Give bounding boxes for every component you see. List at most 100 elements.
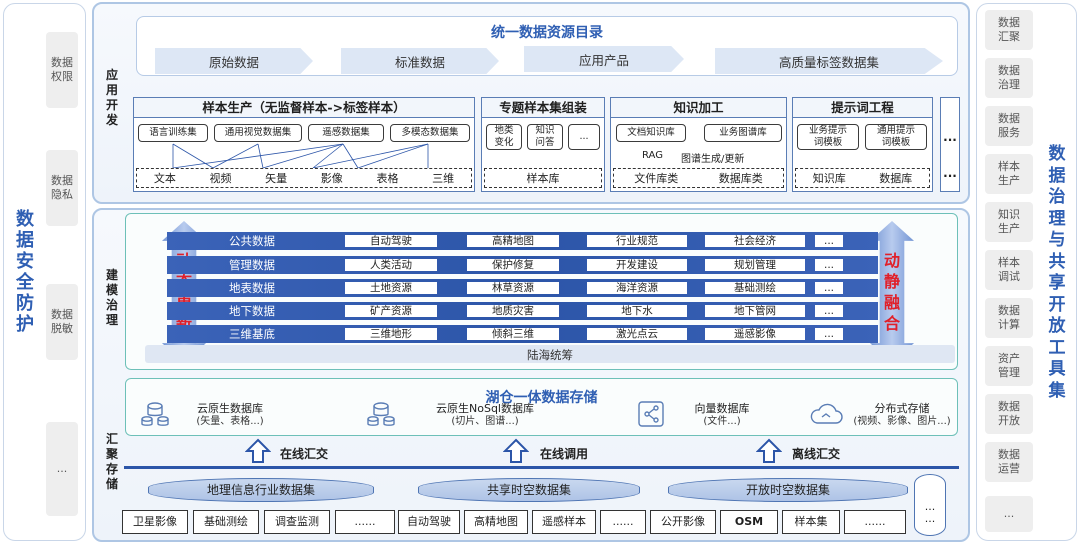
more-datasets-cylinder[interactable] [914, 474, 946, 536]
data-band-cell[interactable]: 遥感影像 [705, 328, 805, 340]
data-band-cell[interactable]: 三维地形 [345, 328, 437, 340]
pill-biz-prompt[interactable]: 业务提示词模板 [797, 124, 859, 150]
pill-general-prompt[interactable]: 通用提示词模板 [865, 124, 927, 150]
left-item-masking[interactable]: 数据脱敏 [46, 284, 78, 360]
data-band-cell[interactable]: 地下管网 [705, 305, 805, 317]
data-band-cell[interactable]: 自动驾驶 [345, 235, 437, 247]
storage-cloud-db[interactable]: 云原生数据库(矢量、表格...) [196, 402, 264, 427]
catalog-title: 统一数据资源目录 [491, 25, 603, 41]
land-sea-bar [145, 345, 955, 363]
source-table: 表格 [376, 172, 399, 185]
data-band-row: 管理数据人类活动保护修复开发建设规划管理... [167, 256, 878, 274]
pill-language-set[interactable]: 语言训练集 [138, 124, 208, 142]
leaf-more-2[interactable]: ...... [600, 510, 646, 534]
data-band-cell[interactable]: 矿产资源 [345, 305, 437, 317]
leaf-survey[interactable]: 调查监测 [264, 510, 330, 534]
right-item-1[interactable]: 数据治理 [981, 58, 1037, 98]
data-band-cell[interactable]: 行业规范 [587, 235, 687, 247]
right-item-10[interactable]: ... [981, 496, 1037, 532]
pill-landcover-change[interactable]: 地类变化 [486, 124, 522, 150]
topic-sample-base: 样本库 [484, 168, 602, 188]
storage-vector-db[interactable]: 向量数据库(文件...) [694, 402, 750, 427]
data-band-cell[interactable]: ... [815, 235, 843, 247]
right-item-8[interactable]: 数据开放 [981, 394, 1037, 434]
pill-doc-kb[interactable]: 文档知识库 [616, 124, 686, 142]
leaf-rs-samples[interactable]: 遥感样本 [532, 510, 596, 534]
data-band-cell[interactable]: 激光点云 [587, 328, 687, 340]
data-band-cell[interactable]: 保护修复 [467, 259, 559, 271]
app-more-block[interactable] [940, 97, 960, 192]
upload-arrow-1 [245, 438, 271, 463]
data-band-cell[interactable]: ... [815, 282, 843, 294]
sample-links [172, 143, 429, 169]
storage-distributed[interactable]: 分布式存储(视频、影像、图片...) [853, 402, 951, 427]
collect-label: 汇聚存储 [105, 432, 118, 491]
catalog-item-product[interactable]: 应用产品 [524, 46, 684, 72]
left-item-permission[interactable]: 数据权限 [46, 32, 78, 108]
catalog-item-raw[interactable]: 原始数据 [155, 48, 313, 74]
storage-nosql-db[interactable]: 云原生NoSql数据库(切片、图谱...) [436, 402, 534, 427]
open-st-dataset[interactable]: 开放时空数据集 [668, 478, 908, 502]
knowledge-rag: RAG [642, 150, 663, 161]
knowledge-graph-gen: 图谱生成/更新 [681, 154, 745, 165]
pill-rs-set[interactable]: 遥感数据集 [308, 124, 384, 142]
right-item-2[interactable]: 数据服务 [981, 106, 1037, 146]
right-item-4[interactable]: 知识生产 [981, 202, 1037, 242]
leaf-autodrive[interactable]: 自动驾驶 [398, 510, 460, 534]
data-band-cell[interactable]: 高精地图 [467, 235, 559, 247]
geo-industry-dataset[interactable]: 地理信息行业数据集 [148, 478, 374, 502]
data-band-cell[interactable]: 林草资源 [467, 282, 559, 294]
data-band-cell[interactable]: 地质灾害 [467, 305, 559, 317]
leaf-public-imagery[interactable]: 公开影像 [650, 510, 716, 534]
data-band-cell[interactable]: 土地资源 [345, 282, 437, 294]
leaf-hd-map[interactable]: 高精地图 [464, 510, 528, 534]
data-band-cell[interactable]: 开发建设 [587, 259, 687, 271]
catalog-item-labeled[interactable]: 高质量标签数据集 [715, 48, 943, 74]
leaf-more-3[interactable]: ...... [844, 510, 906, 534]
right-item-list: 数据汇聚 数据治理 数据服务 样本生产 知识生产 样本调试 数据计算 资产管理 … [981, 10, 1037, 536]
data-band-cell[interactable]: ... [815, 305, 843, 317]
right-item-3[interactable]: 样本生产 [981, 154, 1037, 194]
data-band-row: 公共数据自动驾驶高精地图行业规范社会经济... [167, 232, 878, 250]
base-db: 数据库类 [718, 172, 763, 185]
data-band-cell[interactable]: 基础测绘 [705, 282, 805, 294]
data-band-cell[interactable]: ... [815, 259, 843, 271]
pill-topic-more[interactable]: ... [568, 124, 600, 150]
right-item-0[interactable]: 数据汇聚 [981, 10, 1037, 50]
leaf-basic-mapping[interactable]: 基础测绘 [193, 510, 259, 534]
right-tools-panel: 数据治理与共享开放工具集 数据汇聚 数据治理 数据服务 样本生产 知识生产 样本… [976, 3, 1077, 541]
data-band-category: 地下数据 [229, 304, 275, 318]
right-panel-title: 数据治理与共享开放工具集 [1048, 144, 1066, 401]
data-band-cell[interactable]: 人类活动 [345, 259, 437, 271]
left-item-privacy[interactable]: 数据隐私 [46, 150, 78, 226]
leaf-satellite[interactable]: 卫星影像 [122, 510, 188, 534]
source-video: 视频 [209, 172, 232, 185]
left-panel-title: 数据安全防护 [16, 209, 34, 335]
leaf-sample-set[interactable]: 样本集 [782, 510, 840, 534]
right-item-9[interactable]: 数据运营 [981, 442, 1037, 482]
pill-vision-set[interactable]: 通用视觉数据集 [214, 124, 302, 142]
data-band-cell[interactable]: 地下水 [587, 305, 687, 317]
upload-arrow-2 [503, 438, 529, 463]
pill-biz-graph[interactable]: 业务图谱库 [704, 124, 782, 142]
right-item-7[interactable]: 资产管理 [981, 346, 1037, 386]
catalog-item-standard[interactable]: 标准数据 [341, 48, 499, 74]
data-band-row: 三维基底 三维地形 倾斜三维 激光点云 遥感影像... [167, 325, 878, 343]
data-band-cell[interactable]: 海洋资源 [587, 282, 687, 294]
data-band-cell[interactable]: 倾斜三维 [467, 328, 559, 340]
data-band-cell[interactable]: ... [815, 328, 843, 340]
data-band-category: 三维基底 [229, 327, 275, 341]
topic-sample-title: 专题样本集组装 [482, 98, 604, 118]
data-band-cell[interactable]: 规划管理 [705, 259, 805, 271]
leaf-more-1[interactable]: ...... [335, 510, 395, 534]
leaf-osm[interactable]: OSM [720, 510, 778, 534]
right-item-6[interactable]: 数据计算 [981, 298, 1037, 338]
data-band-category: 地表数据 [229, 281, 275, 295]
source-3d: 三维 [432, 172, 455, 185]
pill-knowledge-qa[interactable]: 知识问答 [527, 124, 563, 150]
right-item-5[interactable]: 样本调试 [981, 250, 1037, 290]
data-band-cell[interactable]: 社会经济 [705, 235, 805, 247]
shared-st-dataset[interactable]: 共享时空数据集 [418, 478, 640, 502]
left-item-more[interactable]: ... [46, 422, 78, 516]
pill-multimodal-set[interactable]: 多模态数据集 [390, 124, 470, 142]
